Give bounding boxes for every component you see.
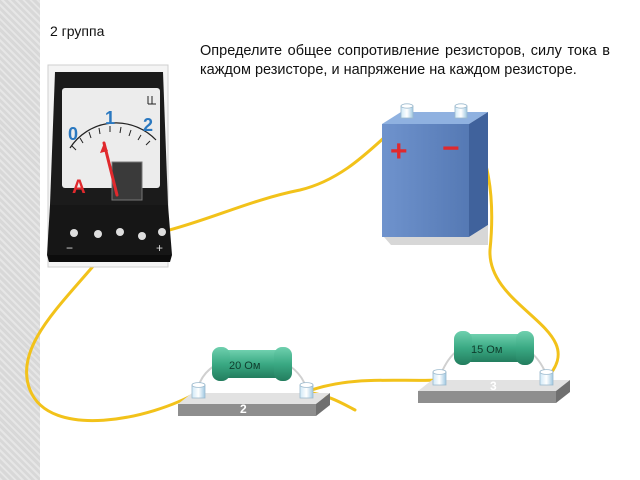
ammeter: 0 1 2 A − + [47, 64, 172, 268]
wire-ammeter-to-battery [160, 116, 409, 234]
resistor-15-ohm [454, 331, 534, 365]
ammeter-scale-label-1: 1 [105, 108, 115, 128]
battery-terminal-minus [454, 103, 468, 119]
ammeter-terminals [70, 228, 166, 240]
board-3-number: 3 [490, 379, 497, 393]
board-2-terminal-left [191, 382, 206, 399]
wire-ammeter-to-resistor-2 [25, 230, 200, 423]
battery: + − [382, 103, 488, 245]
ammeter-scale-label-2: 2 [143, 115, 153, 135]
battery-side [469, 112, 488, 237]
resistor-20-ohm [212, 347, 292, 381]
ammeter-base [47, 205, 172, 255]
board-2-terminal-right [299, 382, 314, 399]
resistor-2-label: 20 Ом [229, 360, 260, 372]
ammeter-scale-arc [69, 122, 157, 149]
ammeter-dc-mark-icon [147, 96, 156, 105]
group-label: 2 группа [50, 23, 105, 39]
battery-front [382, 124, 469, 237]
board-2-front [178, 404, 316, 416]
ammeter-minus-label: − [66, 241, 73, 255]
board-2-number: 2 [240, 402, 247, 416]
battery-terminal-plus [400, 103, 414, 119]
left-decorative-stripe [0, 0, 40, 480]
board-3-terminal-left [432, 369, 447, 386]
board-2-side [316, 393, 330, 416]
battery-plus-sign: + [390, 135, 408, 168]
battery-minus-sign: − [442, 132, 460, 165]
ammeter-symbol: A [72, 177, 86, 198]
ammeter-needle-tip [100, 143, 108, 153]
resistor-3-label: 15 Ом [471, 344, 502, 356]
task-text: Определите общее сопротивление резисторо… [200, 43, 610, 78]
ammeter-needle [102, 141, 119, 197]
ammeter-plus-label: + [156, 241, 163, 255]
board-3-front [418, 391, 556, 403]
board-2-top [178, 393, 330, 404]
board-3-terminal-right [539, 369, 554, 386]
resistor-board-2: 2 20 Ом [178, 347, 330, 416]
battery-shadow [384, 225, 488, 245]
resistor-board-3: 3 15 Ом [418, 331, 570, 403]
ammeter-scale-label-0: 0 [68, 124, 78, 144]
board-3-side [556, 380, 570, 403]
ammeter-scale-ticks [71, 126, 151, 151]
board-3-top [418, 380, 570, 391]
wire-resistor-3-to-resistor-2 [304, 378, 442, 394]
